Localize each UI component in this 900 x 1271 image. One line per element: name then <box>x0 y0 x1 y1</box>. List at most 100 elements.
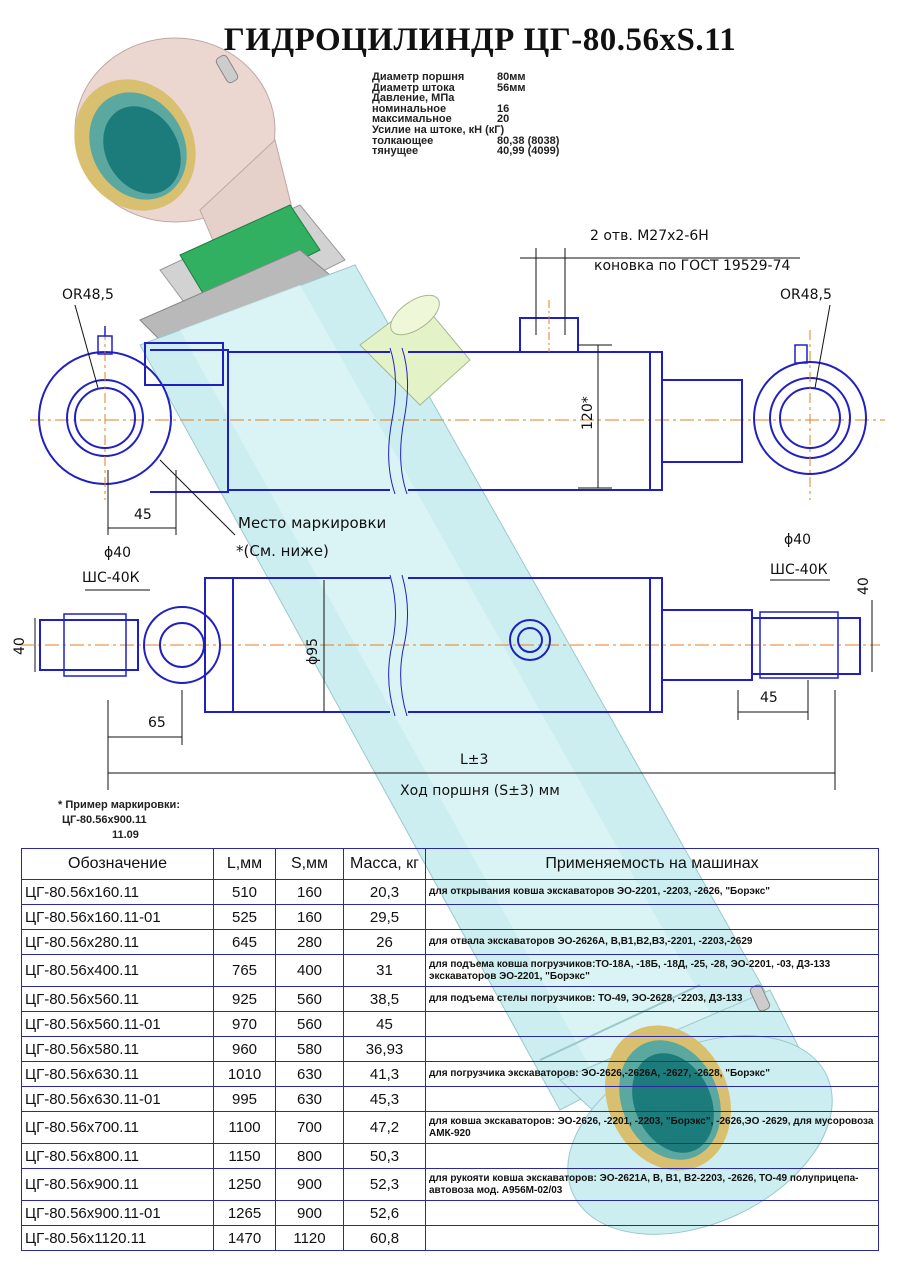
cell-stroke: 630 <box>275 1086 344 1112</box>
dim-length: L±3 <box>460 752 489 768</box>
marking-example-title: * Пример маркировки: <box>58 799 180 811</box>
cell-mass: 26 <box>343 929 426 955</box>
spec-label: максимальное <box>372 113 452 126</box>
bearing-right: ШС-40К <box>770 562 828 578</box>
spec-label: толкающее <box>372 134 434 147</box>
cell-mass: 38,5 <box>343 986 426 1012</box>
cell-application: для погрузчика экскаваторов: ЭО-2626,-26… <box>425 1061 879 1087</box>
phi40-left: ϕ40 <box>104 545 132 561</box>
table-header-row: Обозначение L,мм S,мм Масса, кг Применяе… <box>21 848 879 880</box>
spec-value: 16 <box>497 102 510 115</box>
cell-length: 1100 <box>213 1111 276 1144</box>
right-eye-outer <box>753 361 867 475</box>
cell-designation: ЦГ-80.56х580.11 <box>21 1036 214 1062</box>
cell-designation: ЦГ-80.56х160.11 <box>21 879 214 905</box>
spec-row: Давление, МПа <box>372 93 559 104</box>
cell-designation: ЦГ-80.56х560.11 <box>21 986 214 1012</box>
cell-length: 925 <box>213 986 276 1012</box>
cell-mass: 29,5 <box>343 904 426 930</box>
marking-example: * Пример маркировки: ЦГ-80.56х900.11 11.… <box>58 798 180 843</box>
cell-stroke: 400 <box>275 954 344 987</box>
green-collar <box>179 204 321 306</box>
cell-stroke: 900 <box>275 1200 344 1226</box>
bottom-view-dimensions <box>34 579 873 790</box>
port-note-2: коновка по ГОСТ 19529-74 <box>594 258 791 274</box>
spec-label: Давление, МПа <box>372 92 455 105</box>
top-view-dimensions <box>74 248 831 536</box>
cell-mass: 50,3 <box>343 1143 426 1169</box>
cell-application <box>425 1036 879 1062</box>
cell-length: 765 <box>213 954 276 987</box>
col-header-designation: Обозначение <box>21 848 214 880</box>
cell-designation: ЦГ-80.56х280.11 <box>21 929 214 955</box>
col-header-stroke: S,мм <box>275 848 344 880</box>
spec-row: максимальное 20 <box>372 114 559 125</box>
grease-fitting-top <box>215 54 239 84</box>
spec-label: номинальное <box>372 102 447 115</box>
cell-application: для отвала экскаваторов ЭО-2626А, В,В1,В… <box>425 929 879 955</box>
spec-row: номинальное 16 <box>372 102 559 115</box>
spec-label: Диаметр штока <box>372 81 455 94</box>
phi40-right: ϕ40 <box>784 532 812 548</box>
cell-mass: 20,3 <box>343 879 426 905</box>
spec-value: 80,38 (8038) <box>497 134 560 147</box>
cell-length: 1265 <box>213 1200 276 1226</box>
marking-ref-label: *(См. ниже) <box>236 542 329 560</box>
cell-designation: ЦГ-80.56х560.11-01 <box>21 1011 214 1037</box>
models-table: Обозначение L,мм S,мм Масса, кг Применяе… <box>21 848 879 1251</box>
spec-row: Диаметр штока 56мм <box>372 81 559 94</box>
cell-mass: 31 <box>343 954 426 987</box>
spec-value: 56мм <box>497 81 526 94</box>
spec-row: толкающее 80,38 (8038) <box>372 134 560 147</box>
cell-application: для открывания ковша экскаваторов ЭО-220… <box>425 879 879 905</box>
cell-designation: ЦГ-80.56х1120.11 <box>21 1225 214 1251</box>
dim-phi95: ϕ95 <box>305 637 321 665</box>
bottom-view <box>20 574 880 717</box>
cell-application: для подъема стелы погрузчиков: ТО-49, ЭО… <box>425 986 879 1012</box>
cell-designation: ЦГ-80.56х630.11-01 <box>21 1086 214 1112</box>
cell-application <box>425 904 879 930</box>
cell-application <box>425 1200 879 1226</box>
cell-length: 1010 <box>213 1061 276 1087</box>
cell-designation: ЦГ-80.56х900.11-01 <box>21 1200 214 1226</box>
cell-length: 510 <box>213 879 276 905</box>
cell-application <box>425 1011 879 1037</box>
cell-designation: ЦГ-80.56х630.11 <box>21 1061 214 1087</box>
cell-designation: ЦГ-80.56х160.11-01 <box>21 904 214 930</box>
cell-stroke: 800 <box>275 1143 344 1169</box>
marking-example-line2: 11.09 <box>112 829 139 841</box>
cell-mass: 36,93 <box>343 1036 426 1062</box>
cell-length: 1470 <box>213 1225 276 1251</box>
cell-designation: ЦГ-80.56х400.11 <box>21 954 214 987</box>
spec-label: тянущее <box>372 145 419 158</box>
cell-mass: 45,3 <box>343 1086 426 1112</box>
cell-application: для рукояти ковша экскаваторов: ЭО-2621А… <box>425 1168 879 1201</box>
dim-40-left: 40 <box>12 637 28 655</box>
cell-stroke: 160 <box>275 904 344 930</box>
cell-stroke: 700 <box>275 1111 344 1144</box>
radius-right-label: OR48,5 <box>780 287 832 303</box>
cell-length: 645 <box>213 929 276 955</box>
cell-application <box>425 1143 879 1169</box>
top-view <box>30 300 885 500</box>
spec-value: 80мм <box>497 71 526 83</box>
cell-mass: 52,6 <box>343 1200 426 1226</box>
cell-mass: 41,3 <box>343 1061 426 1087</box>
marking-place-label: Место маркировки <box>238 514 387 532</box>
stroke-label: Ход поршня (S±3) мм <box>400 783 560 799</box>
spec-value: 20 <box>497 113 510 126</box>
cell-mass: 60,8 <box>343 1225 426 1251</box>
cell-length: 1250 <box>213 1168 276 1201</box>
port-note-1: 2 отв. М27х2-6Н <box>590 228 709 244</box>
